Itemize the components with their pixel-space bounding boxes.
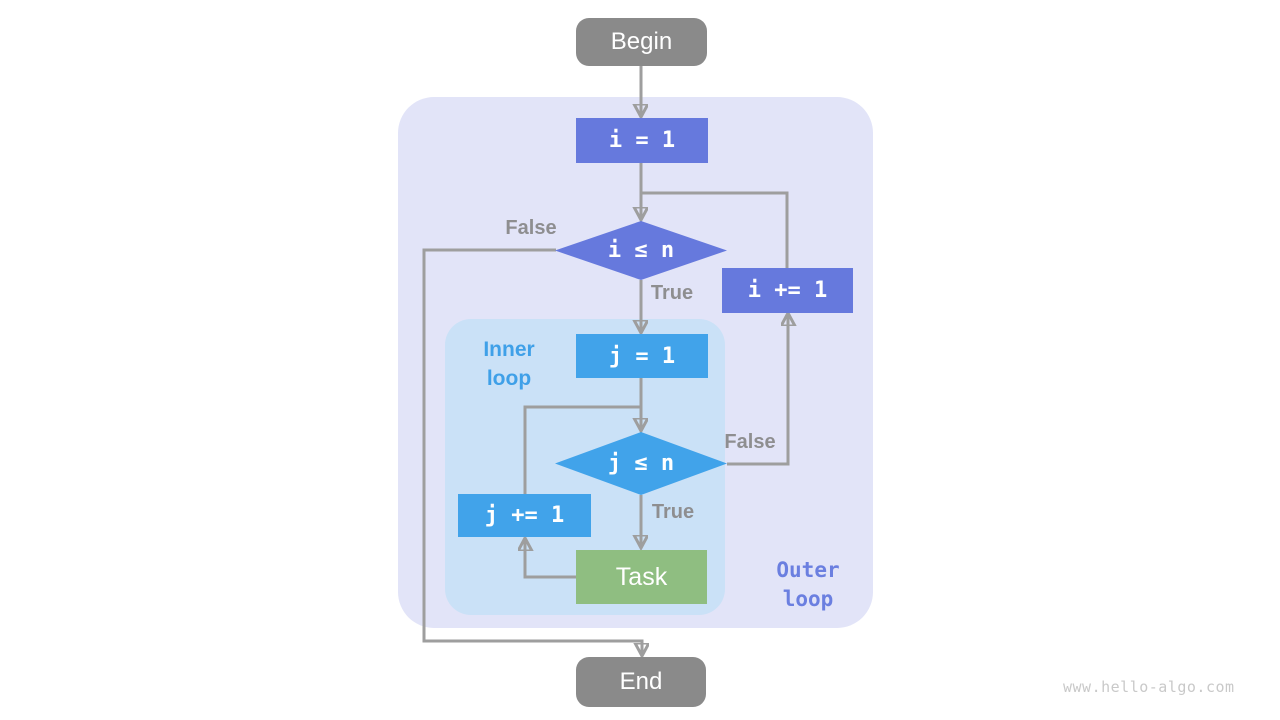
outer-loop-label-line2: loop [782, 587, 834, 611]
watermark-text: www.hello-algo.com [1063, 678, 1235, 696]
edge-i-cond-false-to-end [422, 248, 642, 655]
node-i-incr: i += 1 [722, 268, 853, 313]
node-i-init: i = 1 [576, 118, 708, 163]
inner-loop-label: Inner loop [459, 335, 559, 393]
edge-i-incr-to-junction [641, 191, 789, 268]
outer-loop-label: Outer loop [750, 556, 866, 614]
node-j-init: j = 1 [576, 334, 708, 378]
edge-label-inner-true: True [651, 501, 695, 523]
inner-loop-label-line1: Inner [483, 338, 535, 361]
node-j-cond-label: j ≤ n [607, 451, 675, 476]
node-task: Task [576, 550, 707, 604]
node-i-cond-label: i ≤ n [607, 238, 675, 263]
node-j-init-label: j = 1 [608, 343, 676, 369]
edge-task-to-j-incr [525, 539, 576, 579]
inner-loop-label-line2: loop [486, 367, 532, 390]
node-i-init-label: i = 1 [608, 128, 676, 153]
node-j-incr-label: j += 1 [484, 503, 565, 528]
edge-label-inner-false: False [724, 431, 776, 453]
outer-loop-label-line1: Outer [776, 558, 840, 582]
edge-label-outer-false: False [505, 217, 557, 239]
node-i-incr-label: i += 1 [747, 278, 828, 303]
node-end-label: End [619, 668, 663, 695]
edge-j-cond-false-to-i-incr [727, 314, 788, 466]
edge-j-incr-to-junction [523, 405, 640, 494]
edge-label-outer-true: True [650, 282, 694, 304]
node-task-label: Task [615, 562, 668, 591]
node-end: End [576, 657, 706, 707]
node-begin: Begin [576, 18, 707, 66]
node-j-incr: j += 1 [458, 494, 591, 537]
node-begin-label: Begin [610, 28, 673, 55]
